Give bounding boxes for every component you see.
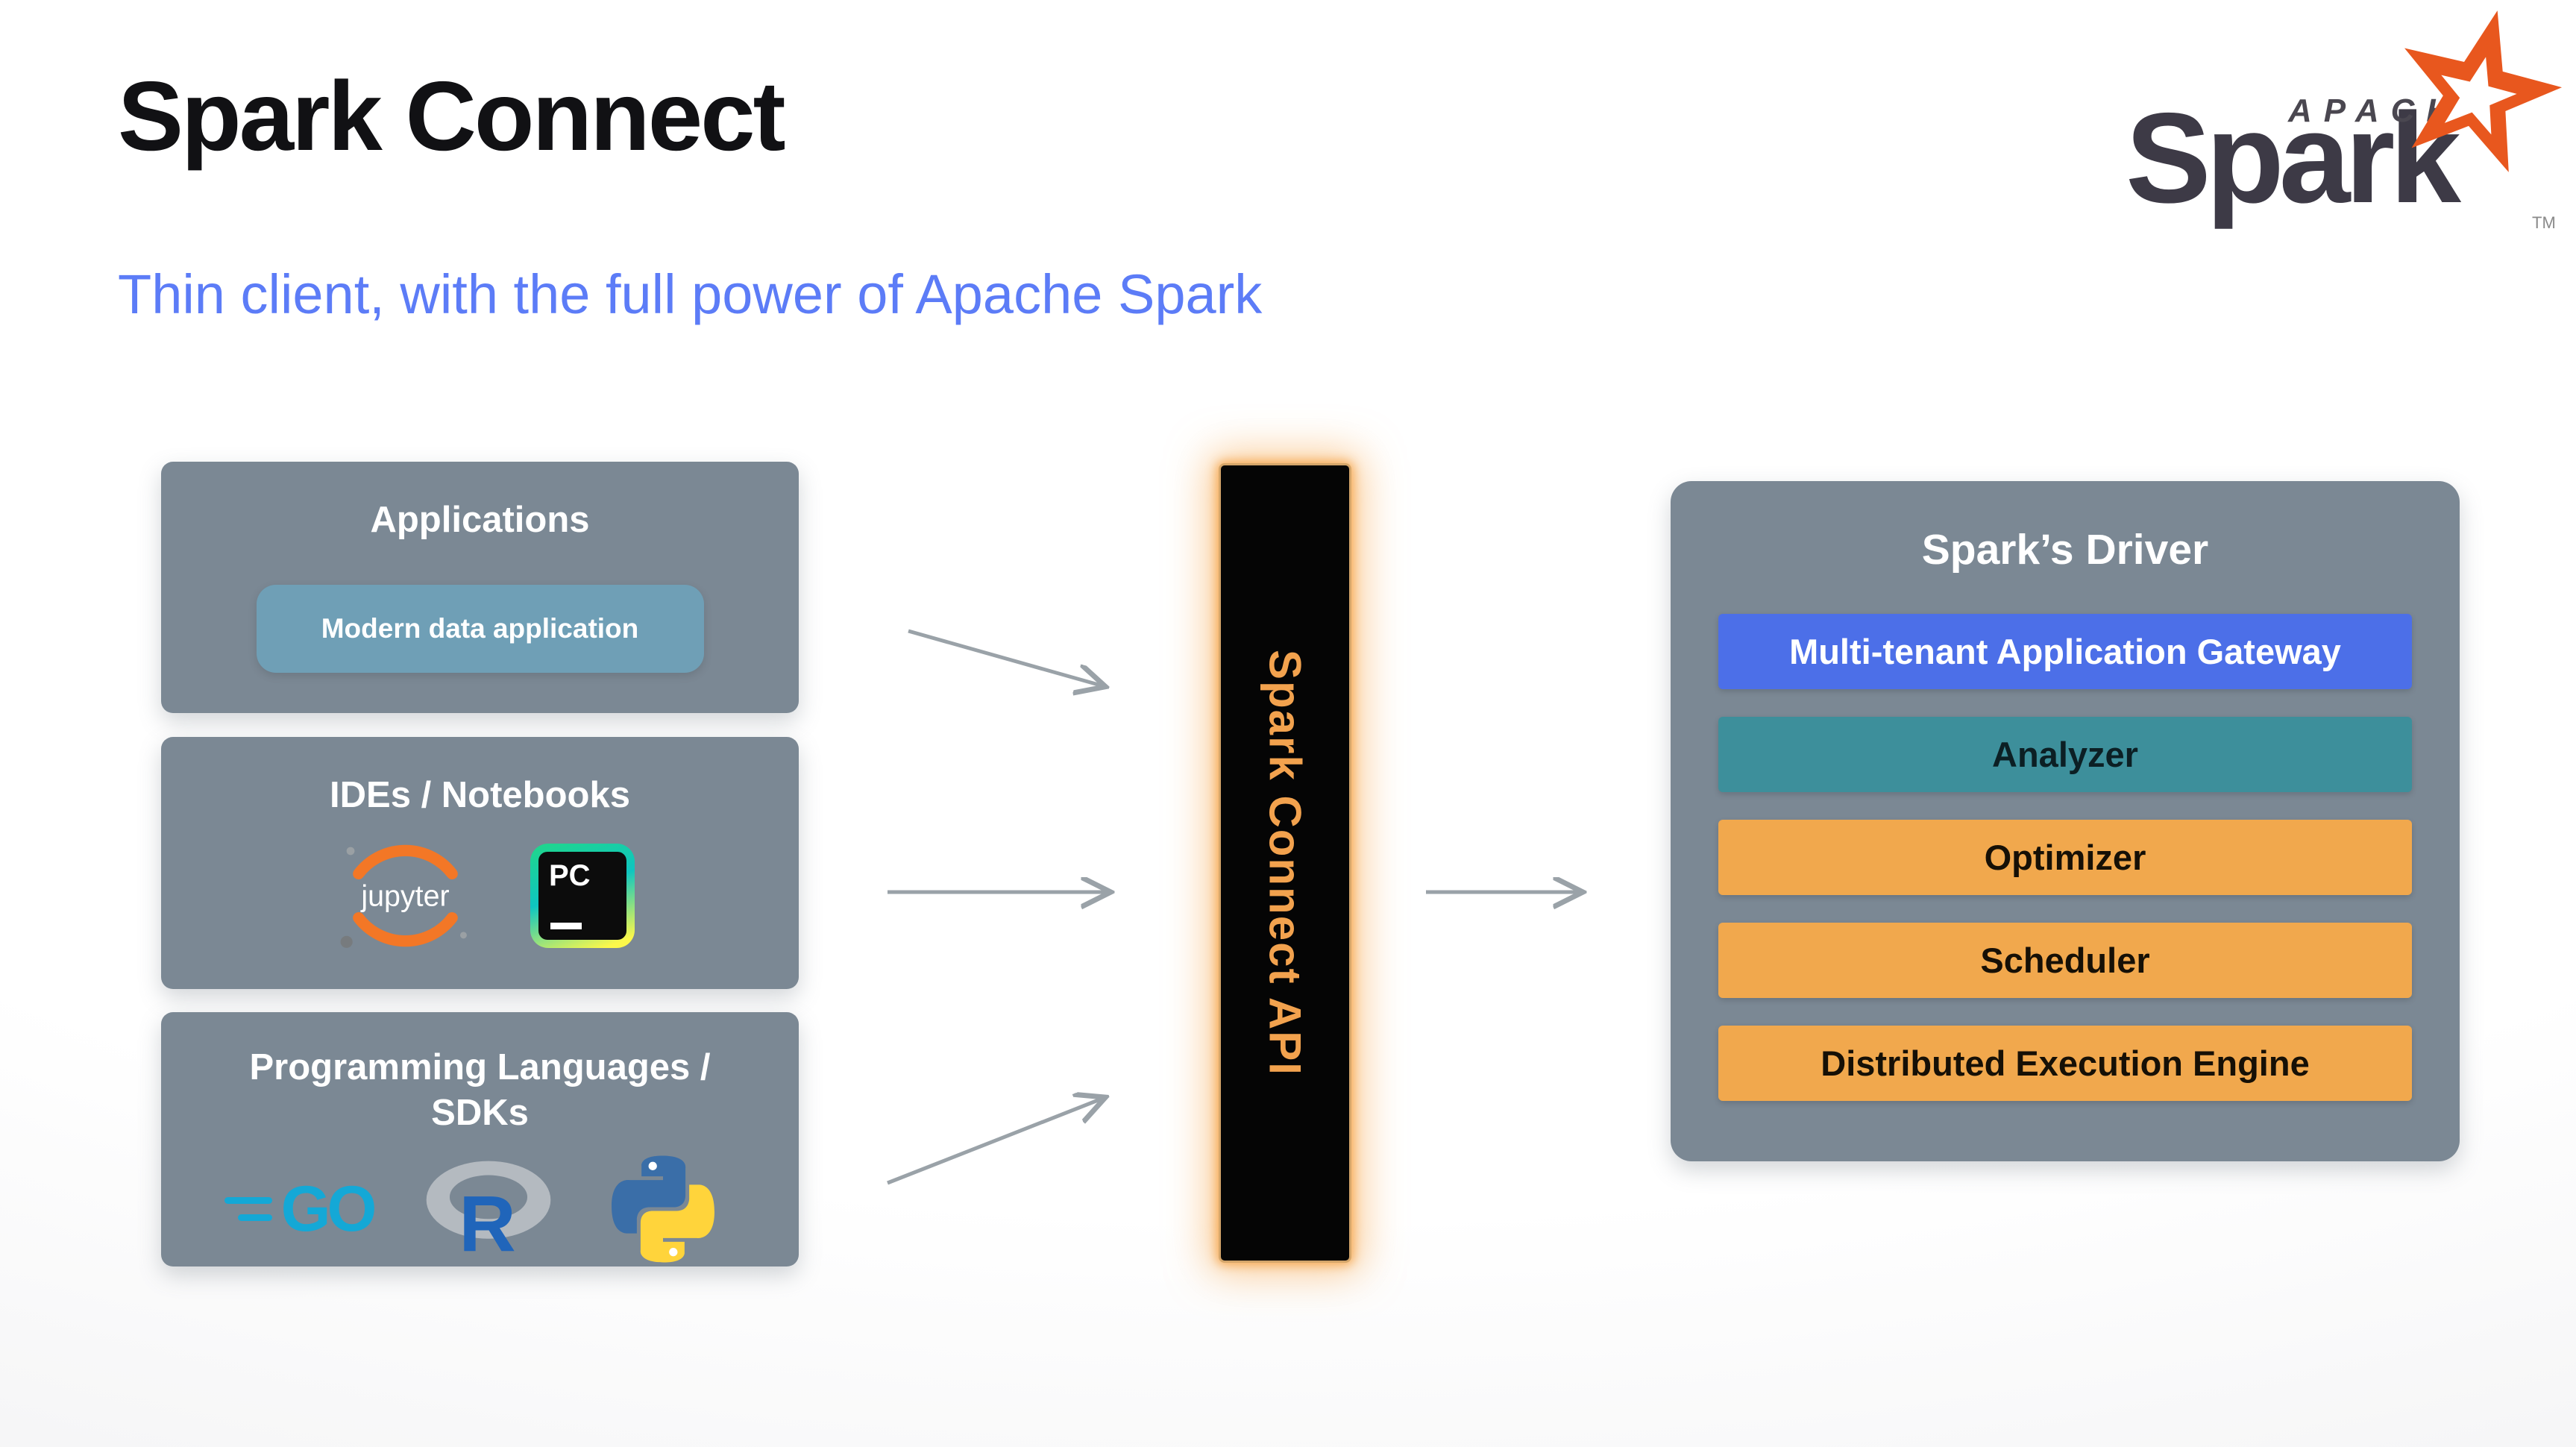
languages-panel-title: Programming Languages / SDKs: [249, 1047, 711, 1134]
modern-data-application-chip: Modern data application: [256, 585, 704, 674]
arrow-applications: [908, 629, 1104, 686]
ides-notebooks-panel: IDEs / Notebooks jupyter PC: [161, 737, 799, 989]
go-speed-lines: [224, 1196, 272, 1221]
pycharm-label: PC: [549, 859, 591, 893]
applications-panel-title: Applications: [370, 500, 590, 540]
jupyter-logo: jupyter: [340, 845, 467, 949]
languages-panel: Programming Languages / SDKs GO R: [161, 1012, 799, 1266]
spark-connect-api-bar: Spark Connect API: [1219, 463, 1351, 1263]
spark-wordmark: Spark: [2126, 87, 2461, 230]
ides-logo-row: jupyter PC: [325, 832, 635, 960]
spark-star-inner: [2441, 57, 2517, 135]
go-logo: GO: [224, 1173, 377, 1245]
driver-layers: Multi-tenant Application Gateway Analyze…: [1718, 614, 2412, 1102]
spark-connect-api-label: Spark Connect API: [1260, 650, 1310, 1076]
driver-layer-scheduler: Scheduler: [1718, 923, 2412, 999]
page-subtitle: Thin client, with the full power of Apac…: [118, 263, 1263, 325]
python-logo: [612, 1155, 715, 1262]
applications-panel: Applications Modern data application: [161, 462, 799, 713]
trademark-label: TM: [2532, 213, 2556, 232]
driver-layer-label: Analyzer: [1992, 735, 2138, 775]
jupyter-dot: [459, 932, 467, 939]
spark-star-icon: [2404, 10, 2563, 172]
spark-driver-title: Spark’s Driver: [1921, 526, 2209, 574]
jupyter-bottom-arc: [353, 912, 458, 947]
arrow-languages: [887, 1098, 1104, 1185]
languages-logo-row: GO R: [224, 1150, 723, 1268]
r-label: R: [459, 1179, 517, 1261]
pycharm-logo: PC: [530, 844, 635, 949]
jupyter-label: jupyter: [360, 880, 449, 913]
ides-panel-title: IDEs / Notebooks: [330, 775, 630, 815]
driver-layer-analyzer: Analyzer: [1718, 717, 2412, 793]
go-label: GO: [280, 1173, 377, 1245]
spark-driver-panel: Spark’s Driver Multi-tenant Application …: [1671, 481, 2460, 1161]
driver-layer-label: Multi-tenant Application Gateway: [1789, 632, 2341, 672]
python-eye: [648, 1161, 658, 1170]
driver-layer-label: Optimizer: [1984, 838, 2146, 878]
driver-layer-label: Scheduler: [1980, 941, 2150, 981]
driver-layer-optimizer: Optimizer: [1718, 820, 2412, 896]
jupyter-top-arc: [353, 845, 458, 880]
pycharm-inner-square: PC: [538, 852, 626, 941]
python-eye: [669, 1247, 678, 1256]
r-ring-inner: [450, 1175, 528, 1219]
r-logo: R: [427, 1161, 551, 1262]
page-title: Spark Connect: [118, 61, 786, 171]
pycharm-underscore: [550, 923, 582, 930]
apache-spark-logo: Spark APACHE TM: [2126, 10, 2563, 242]
driver-layer-gateway: Multi-tenant Application Gateway: [1718, 614, 2412, 690]
jupyter-dot: [340, 936, 353, 949]
driver-layer-execution-engine: Distributed Execution Engine: [1718, 1026, 2412, 1102]
jupyter-dot: [346, 847, 355, 856]
driver-layer-label: Distributed Execution Engine: [1821, 1043, 2310, 1084]
